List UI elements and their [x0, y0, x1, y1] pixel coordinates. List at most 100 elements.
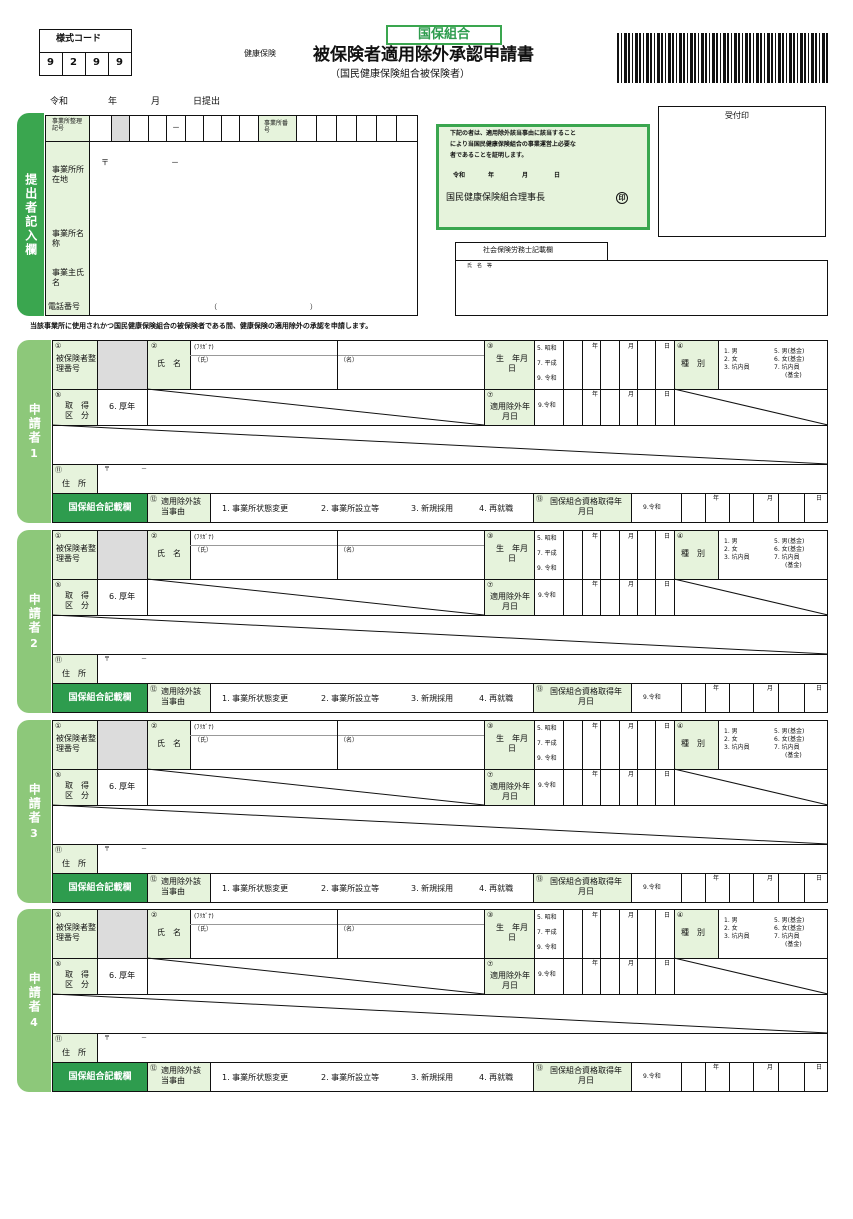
birth-circle: ③ [487, 722, 494, 730]
name-circle: ② [151, 342, 158, 350]
postal-dash: － [171, 158, 179, 167]
certificate-year: 年 [488, 172, 495, 179]
exempt-era: 9.令和 [538, 402, 556, 409]
birth-day-unit: 日 [664, 343, 671, 350]
date-day: 日提出 [193, 97, 221, 107]
sharoushi-title: 社会保険労務士記載欄 [483, 246, 553, 254]
surname-label: （氏） [194, 547, 213, 554]
applicant-number: 4 [30, 1015, 38, 1029]
kind-opt: 7. 坑内員 [774, 933, 800, 940]
birth-circle: ③ [487, 532, 494, 540]
reason-circle: ⑫ [150, 685, 157, 693]
union-year-unit: 年 [713, 875, 720, 882]
kind-opt: 6. 女(基金) [774, 925, 805, 932]
surname-label: （氏） [194, 737, 213, 744]
reason-opt: 2. 事業所設立等 [321, 504, 380, 513]
kind-opt: 3. 坑内員 [724, 744, 750, 751]
applicant-side-text: 申請者 [27, 782, 42, 825]
kind-opt: 5. 男(基金) [774, 917, 805, 924]
exempt-year-unit: 年 [592, 771, 599, 778]
page-subtitle: （国民健康保険組合被保険者） [330, 69, 470, 80]
kind-label: 種 別 [681, 739, 705, 748]
office-code-label: 事業所整理記号 [52, 118, 83, 133]
certificate-text: 者であることを証明します。 [450, 152, 528, 159]
reason-opt: 3. 新規採用 [411, 694, 454, 703]
kind-opt: 2. 女 [724, 736, 738, 743]
reason-opt: 4. 再就職 [479, 884, 514, 893]
submitter-section [45, 115, 418, 316]
exempt-era: 9.令和 [538, 782, 556, 789]
reason-circle: ⑫ [150, 1064, 157, 1072]
applicant-side-label: 申請者 2 [17, 530, 51, 713]
reason-opt: 2. 事業所設立等 [321, 694, 380, 703]
certificate-signer: 国民健康保険組合理事長 [446, 193, 546, 203]
union-date-circle: ⑬ [536, 1064, 543, 1072]
union-date-circle: ⑬ [536, 685, 543, 693]
kind-circle: ④ [677, 532, 684, 540]
reason-opt: 1. 事業所状態変更 [222, 694, 289, 703]
kind-opt: (基金) [785, 372, 802, 379]
postal-mark: 〒 [101, 158, 109, 167]
kind-opt: 2. 女 [724, 925, 738, 932]
kind-opt: 1. 男 [724, 538, 738, 545]
address-circle: ⑪ [55, 466, 62, 474]
kind-opt: 7. 坑内員 [774, 364, 800, 371]
address-postal-dash: － [141, 846, 148, 853]
address-postal: 〒 [104, 656, 111, 663]
union-date-era: 9.令和 [643, 1073, 661, 1080]
insured-no-circle: ① [55, 342, 62, 350]
kind-circle: ④ [677, 911, 684, 919]
applicant-side-label: 申請者 1 [17, 340, 51, 523]
name-circle: ② [151, 722, 158, 730]
header-prefix: 健康保険 [244, 49, 276, 58]
name-label: 氏 名 [157, 549, 181, 558]
acq-circle: ⑤ [55, 960, 62, 968]
certificate-day: 日 [554, 172, 561, 179]
birth-year-unit: 年 [592, 912, 599, 919]
union-date-label: 国保組合資格取得年月日 [550, 687, 622, 707]
birth-opt: 7. 平成 [537, 360, 557, 367]
applicant-number: 2 [30, 636, 38, 650]
acq-value: 6. 厚年 [109, 592, 136, 601]
name-circle: ② [151, 532, 158, 540]
reason-circle: ⑫ [150, 495, 157, 503]
reason-opt: 4. 再就職 [479, 504, 514, 513]
insured-no-circle: ① [55, 532, 62, 540]
acq-circle: ⑤ [55, 771, 62, 779]
kind-opt: 5. 男(基金) [774, 348, 805, 355]
applicant-side-label: 申請者 3 [17, 720, 51, 903]
kind-opt: 7. 坑内員 [774, 554, 800, 561]
reason-opt: 3. 新規採用 [411, 504, 454, 513]
date-month: 月 [151, 97, 161, 107]
office-code-dash: － [172, 123, 180, 132]
insured-no-label: 被保険者整理番号 [56, 734, 96, 753]
certificate-text: 下記の者は、適用除外該当事由に該当すること [450, 130, 577, 137]
form-code-digit: 2 [70, 57, 77, 68]
union-month-unit: 月 [767, 495, 774, 502]
reason-opt: 4. 再就職 [479, 694, 514, 703]
insured-no-circle: ① [55, 911, 62, 919]
reason-opt: 1. 事業所状態変更 [222, 504, 289, 513]
union-month-unit: 月 [767, 685, 774, 692]
reason-opt: 1. 事業所状態変更 [222, 1073, 289, 1082]
birth-day-unit: 日 [664, 533, 671, 540]
office-address-label: 事業所所在地 [52, 165, 84, 185]
exempt-date-label: 適用除外年月日 [490, 402, 530, 421]
union-date-label: 国保組合資格取得年月日 [550, 497, 622, 517]
kind-opt: 6. 女(基金) [774, 736, 805, 743]
birth-opt: 5. 昭和 [537, 725, 557, 732]
furigana-label: (ﾌﾘｶﾞﾅ) [194, 344, 214, 351]
receipt-stamp-box [658, 106, 826, 237]
exempt-year-unit: 年 [592, 391, 599, 398]
kind-label: 種 別 [681, 928, 705, 937]
union-column-label: 国保組合記載欄 [53, 684, 147, 712]
furigana-label: (ﾌﾘｶﾞﾅ) [194, 534, 214, 541]
acq-circle: ⑤ [55, 391, 62, 399]
union-year-unit: 年 [713, 495, 720, 502]
office-no-label: 事業所番号 [264, 120, 289, 135]
exempt-year-unit: 年 [592, 960, 599, 967]
kind-opt: (基金) [785, 562, 802, 569]
applicant-section: 申請者 2 ① 被保険者整理番号 ② 氏 名 (ﾌﾘｶﾞﾅ) （氏） （名） ③… [0, 530, 853, 713]
birth-opt: 7. 平成 [537, 550, 557, 557]
date-era: 令和 [50, 97, 69, 107]
